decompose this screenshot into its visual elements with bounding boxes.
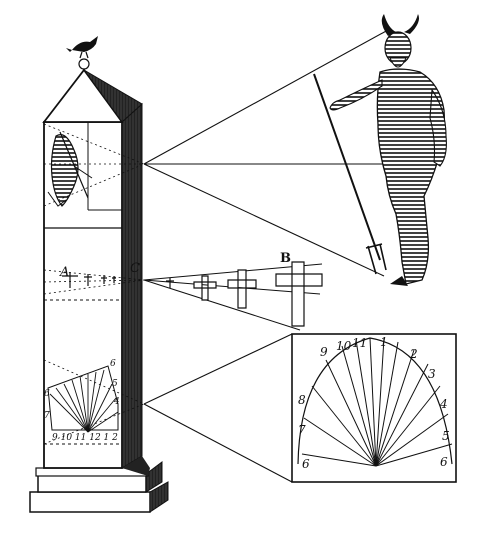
label-a: A bbox=[59, 265, 69, 280]
upper-viewing-cone bbox=[143, 29, 400, 277]
dial-num: 1 bbox=[380, 335, 388, 349]
middle-section: A C B bbox=[43, 251, 323, 331]
dial-num: 4 bbox=[439, 397, 448, 411]
pillar-upper-rays bbox=[43, 123, 145, 207]
large-sundial: 6 9 10 11 1 2 3 4 5 6 7 8 bbox=[291, 333, 457, 483]
small-dial-bottom: 9 10 11 12 1 2 bbox=[52, 433, 118, 443]
cross-icons-outside bbox=[166, 261, 323, 327]
lower-viewing-cone bbox=[143, 333, 293, 483]
small-dial-num: 5 bbox=[112, 379, 118, 389]
cross-icons bbox=[62, 272, 116, 288]
anamorphic-devil-figure bbox=[47, 131, 93, 207]
small-dial-num: 7 bbox=[44, 411, 50, 421]
dial-num: 3 bbox=[428, 367, 436, 381]
bird-figure bbox=[66, 36, 98, 59]
sundial-hour-lines bbox=[301, 337, 453, 467]
label-c: C bbox=[130, 261, 140, 276]
dial-num: 7 bbox=[298, 423, 306, 437]
label-b: B bbox=[280, 251, 291, 266]
small-sundial: 6 5 4 6 7 9 10 11 12 1 2 bbox=[44, 359, 120, 443]
dial-num: 5 bbox=[442, 429, 450, 443]
small-dial-num: 4 bbox=[113, 397, 120, 407]
dial-num: 6 bbox=[440, 455, 448, 469]
dial-num: 11 bbox=[352, 336, 367, 350]
pillar-lower-rays bbox=[43, 359, 145, 445]
dial-num: 6 bbox=[302, 457, 310, 471]
dial-num: 2 bbox=[409, 347, 418, 361]
small-dial-num: 6 bbox=[110, 359, 116, 369]
devil-figure bbox=[313, 14, 447, 286]
dial-num: 9 bbox=[320, 345, 328, 359]
obelisk bbox=[29, 58, 169, 513]
dial-num: 10 bbox=[336, 339, 352, 353]
dial-num: 8 bbox=[298, 393, 306, 407]
small-dial-num: 6 bbox=[44, 389, 50, 399]
